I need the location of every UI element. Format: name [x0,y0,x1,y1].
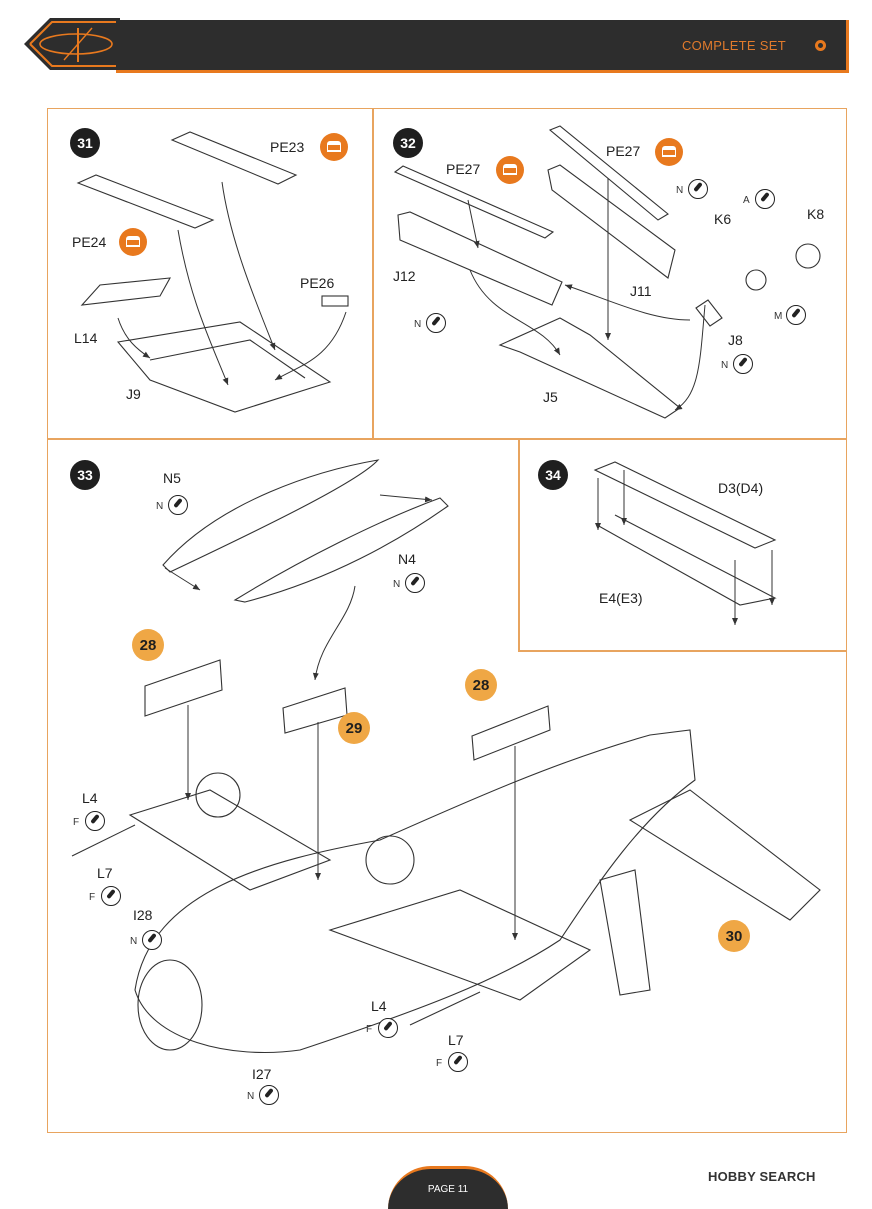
glue-code: N [393,579,401,590]
part-label-j8: J8 [728,332,743,348]
part-label-pe27-b: PE27 [606,143,641,159]
header-dot-icon [815,40,826,51]
glue-code: F [73,817,80,828]
step-number-33: 33 [70,460,100,490]
part-label-l7-left: L7 [97,865,113,881]
cement-dropper-icon [101,886,121,906]
page-number: PAGE 11 [427,1184,469,1195]
part-label-d3-d4: D3(D4) [718,480,764,496]
part-label-pe24: PE24 [72,234,107,250]
part-label-l4-left: L4 [82,790,98,806]
part-label-j9: J9 [126,386,141,402]
part-label-k6: K6 [714,211,732,227]
page-header: COMPLETE SET [20,14,849,74]
cement-dropper-icon [85,811,105,831]
part-label-pe26: PE26 [300,275,335,291]
step-ref-28-left: 28 [132,629,164,661]
divider-step34-left [518,438,520,650]
photo-etch-icon [119,228,147,256]
cement-dropper-icon [259,1085,279,1105]
glue-code: N [130,936,138,947]
cement-dropper-icon [786,305,806,325]
glue-code: F [366,1024,373,1035]
part-label-j12: J12 [393,268,416,284]
divider-horizontal [47,438,847,440]
part-label-l14: L14 [74,330,98,346]
glue-code: N [414,319,422,330]
glue-code: N [676,185,684,196]
part-label-i27: I27 [252,1066,272,1082]
part-label-pe23: PE23 [270,139,305,155]
part-label-l7-right: L7 [448,1032,464,1048]
part-label-pe27-a: PE27 [446,161,481,177]
step-number-31: 31 [70,128,100,158]
photo-etch-icon [496,156,524,184]
header-accent-line [116,70,849,73]
step-ref-28-right: 28 [465,669,497,701]
brand-logo [24,18,120,70]
header-bar [116,20,849,72]
step31-drawing [76,131,349,413]
step32-drawing [393,125,821,419]
step-number-32: 32 [393,128,423,158]
cement-dropper-icon [426,313,446,333]
step33-drawing [71,459,821,1053]
photo-etch-icon [655,138,683,166]
step34-drawing [593,461,777,625]
photo-etch-icon [320,133,348,161]
instruction-frame [47,108,847,1133]
cement-dropper-icon [378,1018,398,1038]
divider-top-vertical [372,108,374,438]
header-title: COMPLETE SET [681,38,786,53]
cement-dropper-icon [142,930,162,950]
part-label-n4: N4 [398,551,416,567]
glue-code: N [721,360,729,371]
cement-dropper-icon [448,1052,468,1072]
glue-code: F [89,892,96,903]
cement-dropper-icon [405,573,425,593]
divider-step34-bottom [518,650,847,652]
step-ref-30: 30 [718,920,750,952]
cement-dropper-icon [688,179,708,199]
part-label-i28: I28 [133,907,153,923]
glue-code: F [436,1058,443,1069]
cement-dropper-icon [168,495,188,515]
part-label-k8: K8 [807,206,825,222]
part-label-j11: J11 [630,283,652,299]
watermark: HOBBY SEARCH [708,1169,816,1184]
cement-dropper-icon [733,354,753,374]
part-label-j5: J5 [543,389,558,405]
part-label-e4-e3: E4(E3) [599,590,643,606]
part-label-l4-right: L4 [371,998,387,1014]
step-number-34: 34 [538,460,568,490]
glue-code: N [247,1091,255,1102]
cement-dropper-icon [755,189,775,209]
glue-code: M [774,311,783,322]
glue-code: A [743,195,750,206]
glue-code: N [156,501,164,512]
part-label-n5: N5 [163,470,181,486]
step-ref-29: 29 [338,712,370,744]
